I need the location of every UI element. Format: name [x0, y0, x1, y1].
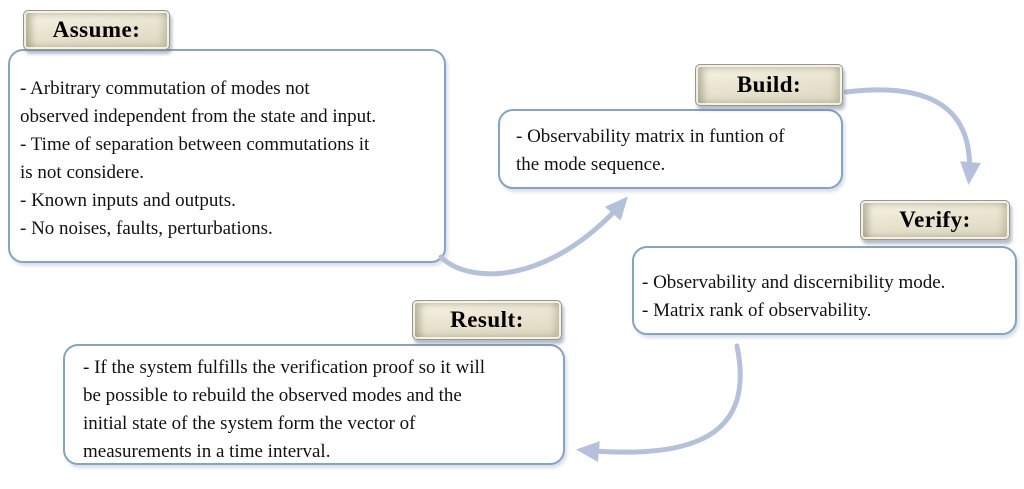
result-box: - If the system fulfills the verificatio… — [63, 344, 565, 465]
assume-line: - No noises, faults, perturbations. — [20, 218, 273, 239]
build-box: - Observability matrix in funtion of the… — [498, 109, 843, 189]
build-line: the mode sequence. — [516, 154, 666, 175]
verify-line: - Observability and discernibility mode. — [642, 272, 946, 293]
result-tab: Result: — [412, 300, 562, 340]
build-tab-label: Build: — [736, 72, 802, 97]
verify-tab-label: Verify: — [899, 207, 971, 232]
assume-line: is not considere. — [20, 162, 145, 183]
assume-line: observed independent from the state and … — [20, 106, 377, 127]
verify-box: - Observability and discernibility mode.… — [632, 246, 1017, 335]
assume-line: - Arbitrary commutation of modes not — [20, 78, 310, 99]
verify-tab: Verify: — [860, 200, 1010, 240]
build-tab: Build: — [695, 64, 843, 106]
arrow-verify-to-result — [576, 343, 743, 463]
verify-line: - Matrix rank of observability. — [642, 300, 872, 321]
build-line: - Observability matrix in funtion of — [516, 126, 785, 147]
result-line: be possible to rebuild the observed mode… — [83, 385, 462, 406]
arrow-assume-to-build — [438, 196, 628, 277]
arrow-build-to-verify — [843, 87, 981, 185]
assume-line: - Known inputs and outputs. — [20, 190, 236, 211]
result-line: measurements in a time interval. — [83, 441, 331, 462]
assume-box: - Arbitrary commutation of modes not obs… — [8, 49, 446, 263]
assume-tab: Assume: — [23, 10, 170, 50]
result-tab-label: Result: — [450, 307, 524, 332]
assume-tab-label: Assume: — [52, 17, 141, 42]
result-line: initial state of the system form the vec… — [83, 413, 416, 434]
assume-line: - Time of separation between commutation… — [20, 134, 370, 155]
result-line: - If the system fulfills the verificatio… — [83, 357, 486, 378]
